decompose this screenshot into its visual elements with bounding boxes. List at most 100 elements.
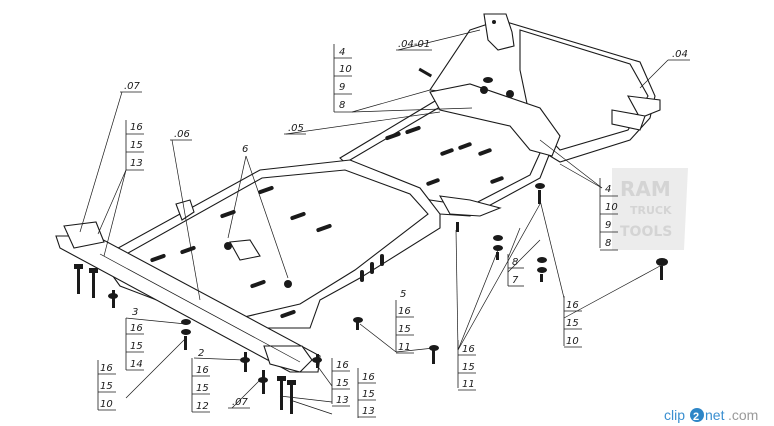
stack-2-item: 16: [196, 365, 209, 376]
stack-3-item: 15: [130, 341, 143, 352]
stack-right-item: 4: [605, 184, 611, 195]
stack-right-item: 10: [605, 202, 618, 213]
stack-left-top-item: 16: [130, 122, 143, 133]
front-bar-07: [55, 221, 321, 373]
watermark-logo: RAM TRUCK TOOLS: [612, 168, 688, 250]
stack-bottom-13b-item: 13: [362, 406, 375, 417]
callout-stack-2: 2 16 15 12: [191, 348, 210, 413]
bolt: [108, 290, 118, 308]
stack-top-item: 8: [339, 100, 345, 111]
stack-bottom-mid-item: 16: [462, 344, 475, 355]
skid-plate-04: [429, 19, 661, 163]
stack-2-item: 2: [198, 348, 204, 359]
stack-bottom-13b-item: 15: [362, 389, 375, 400]
stack-bottom-13a-item: 13: [336, 395, 349, 406]
bolt: [277, 376, 286, 410]
bolt: [418, 67, 433, 78]
stack-bottom-mid-item: 11: [462, 379, 475, 390]
callout-04-01: .04-01: [396, 39, 432, 51]
bolt: [353, 317, 363, 330]
stack-left-top-item: 15: [130, 140, 143, 151]
callout-04: .04: [668, 49, 690, 61]
stack-left-top-item: 13: [130, 158, 143, 169]
label-07-bottom: .07: [232, 397, 249, 408]
callout-stack-5: 5 16 15 11: [395, 289, 414, 354]
leader-lines: [79, 29, 669, 415]
bolt: [493, 235, 503, 260]
plate-slots: [150, 86, 514, 319]
stack-left-bottom-item: 15: [100, 381, 113, 392]
callout-stack-8-7: 8 7: [507, 254, 524, 287]
brand-part4: .com: [728, 407, 758, 423]
stack-5-item: 11: [398, 342, 411, 353]
callout-stack-left-bottom: 16 15 10: [97, 360, 116, 411]
callout-6: 6: [242, 144, 248, 155]
stack-8-7-item: 8: [512, 257, 518, 268]
bolt: [240, 352, 250, 372]
stack-bottom-mid-item: 15: [462, 362, 475, 373]
bolt: [258, 370, 268, 394]
bracket-04-01: [483, 13, 515, 51]
bolt: [535, 183, 545, 204]
stack-top-item: 9: [339, 82, 345, 93]
stack-5-item: 15: [398, 324, 411, 335]
stack-bottom-13b-item: 16: [362, 372, 375, 383]
callout-05: .05: [284, 123, 306, 135]
brand-part3: net: [705, 407, 725, 423]
stack-right-bottom-item: 15: [566, 318, 579, 329]
watermark-line2: TRUCK: [630, 204, 672, 217]
brand-part2: 2: [693, 411, 699, 423]
stack-3-item: 3: [132, 307, 138, 318]
clip2net-watermark: clip 2 net .com: [664, 407, 758, 423]
callout-07-top: .07: [120, 81, 142, 93]
watermark-line1: RAM: [620, 177, 671, 201]
brand-part1: clip: [664, 407, 685, 423]
bolt: [89, 268, 98, 298]
stack-left-bottom-item: 16: [100, 363, 113, 374]
bolt: [287, 380, 296, 414]
fasteners: [74, 67, 668, 414]
stack-right-bottom-item: 10: [566, 336, 579, 347]
stack-top-item: 4: [339, 47, 345, 58]
callout-stack-3: 3 16 15 14: [125, 307, 144, 371]
label-04-01: .04-01: [398, 39, 430, 50]
stack-5-item: 16: [398, 306, 411, 317]
label-05: .05: [288, 123, 304, 134]
bolt: [312, 354, 322, 368]
stack-left-bottom-item: 10: [100, 399, 113, 410]
label-04: .04: [672, 49, 688, 60]
callout-stack-bottom-mid: 16 15 11: [457, 340, 476, 391]
callout-stack-left-top: 16 15 13: [125, 120, 144, 171]
stack-bottom-13a-item: 15: [336, 378, 349, 389]
skid-plate-06: [99, 159, 441, 329]
label-07-top: .07: [124, 81, 141, 92]
callout-stack-right-bottom: 16 15 10: [563, 296, 582, 348]
stack-5-item: 5: [400, 289, 406, 300]
callout-stack-bottom-13b: 16 15 13: [357, 368, 376, 418]
bolt: [537, 257, 547, 282]
bolt: [456, 222, 459, 232]
bolt: [74, 264, 83, 294]
bolt: [656, 258, 668, 280]
bolt: [429, 345, 439, 364]
stack-right-item: 8: [605, 238, 611, 249]
label-6: 6: [242, 144, 248, 155]
stack-2-item: 12: [196, 401, 209, 412]
stack-right-item: 9: [605, 220, 611, 231]
callout-07-bottom: .07: [228, 397, 250, 409]
stack-right-bottom-item: 16: [566, 300, 579, 311]
callout-stack-right: 4 10 9 8: [599, 178, 618, 251]
callout-stack-bottom-13a: 16 15 13: [331, 358, 350, 407]
brand-badge-icon: [690, 408, 704, 422]
callout-stack-top: 4 10 9 8: [333, 44, 352, 113]
callout-06: .06: [170, 129, 192, 141]
stack-8-7-item: 7: [512, 275, 519, 286]
stack-3-item: 14: [130, 359, 143, 370]
stack-top-item: 10: [339, 64, 352, 75]
bolt: [483, 77, 493, 83]
stack-bottom-13a-item: 16: [336, 360, 349, 371]
stack-2-item: 15: [196, 383, 209, 394]
watermark-line3: TOOLS: [620, 224, 672, 240]
